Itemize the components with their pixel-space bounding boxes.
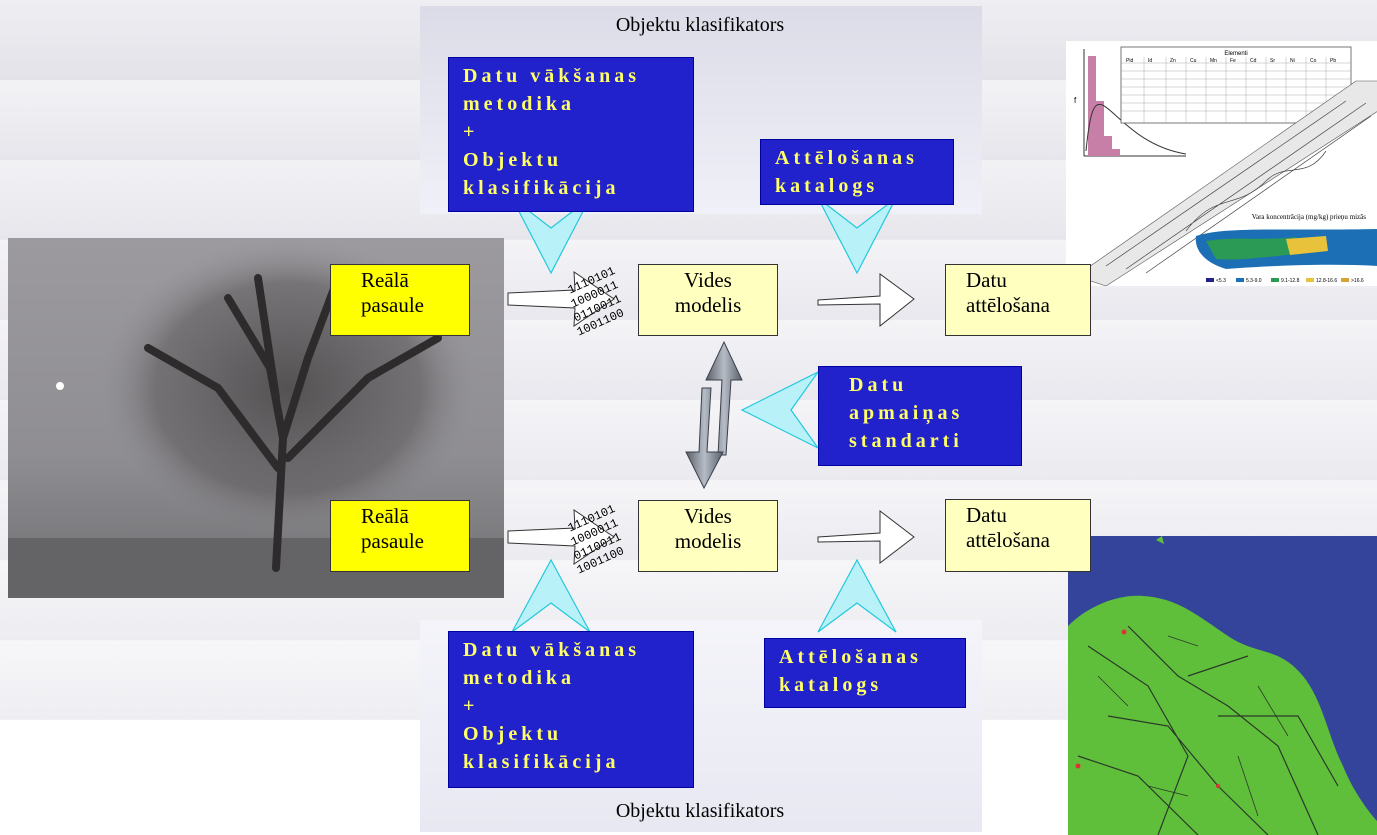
table-header-6: Cd (1250, 58, 1257, 64)
env-model-box-bottom: Vides modelis (638, 500, 778, 572)
display-catalog-line1: Attēlošanas (779, 646, 922, 668)
analysis-chart-image: f Elementi Pid Id Zn Cu Mn Fe Cd Sr Ni C… (1066, 41, 1377, 286)
table-header-10: Pb (1330, 58, 1336, 64)
data-display-box-bottom: Datu attēlošana (945, 499, 1091, 572)
env-model-line1: Vides (684, 268, 732, 292)
display-catalog-line2: katalogs (775, 175, 879, 197)
exchange-standards-line3: standarti (849, 430, 963, 452)
display-catalog-box-bottom: Attēlošanas katalogs (764, 638, 966, 708)
collection-method-line3: + (463, 121, 479, 143)
pointer-standards (740, 371, 819, 449)
svg-text:f: f (1074, 96, 1077, 105)
table-header-4: Mn (1210, 58, 1217, 64)
collection-method-line5: klasifikācija (463, 177, 620, 199)
collection-method-line1: Datu vākšanas (463, 65, 641, 87)
exchange-standards-box: Datu apmaiņas standarti (818, 366, 1022, 466)
table-header-3: Cu (1190, 58, 1197, 64)
collection-method-box-top: Datu vākšanas metodika + Objektu klasifi… (448, 57, 694, 212)
real-world-box-top: Reālā pasaule (330, 264, 470, 336)
real-world-line1: Reālā (361, 268, 409, 292)
histogram-bars (1088, 56, 1096, 156)
collection-method-box-bottom: Datu vākšanas metodika + Objektu klasifi… (448, 631, 694, 788)
collection-method-line4: Objektu (463, 723, 563, 745)
collection-method-line5: klasifikācija (463, 751, 620, 773)
data-display-line2: attēlošana (966, 293, 1050, 317)
real-world-line2: pasaule (361, 293, 424, 317)
arrow-real-to-model-bottom (507, 509, 615, 565)
collection-method-line2: metodika (463, 667, 575, 689)
legend-2: 9.1-12.8 (1281, 278, 1300, 284)
table-header-1: Id (1148, 58, 1152, 64)
collection-method-line2: metodika (463, 93, 575, 115)
collection-method-line1: Datu vākšanas (463, 639, 641, 661)
table-header-8: Ni (1290, 58, 1295, 64)
elements-table: Elementi Pid Id Zn Cu Mn Fe Cd Sr Ni Co … (1120, 46, 1352, 124)
table-header-7: Sr (1270, 58, 1275, 64)
real-world-line2: pasaule (361, 529, 424, 553)
arrow-gray-up (705, 340, 743, 456)
map-title: Vara koncentrācija (mg/kg) prieņu mizās (1252, 213, 1367, 221)
bottom-panel-caption: Objektu klasifikators (615, 800, 785, 822)
collection-method-line4: Objektu (463, 149, 563, 171)
display-catalog-line2: katalogs (779, 674, 883, 696)
legend-4: >16.6 (1351, 278, 1364, 284)
display-catalog-line1: Attēlošanas (775, 147, 918, 169)
real-world-box-bottom: Reālā pasaule (330, 500, 470, 572)
data-display-line1: Datu (966, 503, 1007, 527)
display-catalog-box-top: Attēlošanas katalogs (760, 139, 954, 205)
arrow-model-to-display-top (817, 273, 915, 328)
table-header-2: Zn (1170, 58, 1176, 64)
env-model-line2: modelis (674, 529, 742, 553)
pointer-catalog-top (817, 197, 897, 275)
arrow-gray-down (685, 387, 724, 490)
pointer-catalog-bottom (817, 558, 897, 633)
legend-3: 12.8-16.6 (1316, 278, 1337, 284)
table-title: Elementi (1224, 51, 1247, 57)
collection-method-line3: + (463, 695, 479, 717)
data-display-line2: attēlošana (966, 528, 1050, 552)
table-header-0: Pid (1126, 58, 1133, 64)
top-panel-caption: Objektu klasifikators (615, 14, 785, 36)
arrow-model-to-display-bottom (817, 509, 915, 565)
data-display-box-top: Datu attēlošana (945, 264, 1091, 336)
real-world-line1: Reālā (361, 504, 409, 528)
latvia-map-image (1068, 536, 1377, 835)
data-display-line1: Datu (966, 268, 1007, 292)
table-header-9: Co (1310, 58, 1317, 64)
legend-0: <5.3 (1216, 278, 1226, 284)
table-header-5: Fe (1230, 58, 1236, 64)
env-model-box-top: Vides modelis (638, 264, 778, 336)
env-model-line1: Vides (684, 504, 732, 528)
env-model-line2: modelis (674, 293, 742, 317)
legend-1: 5.3-9.0 (1246, 278, 1262, 284)
exchange-standards-line1: Datu (849, 374, 908, 396)
arrow-real-to-model-top (507, 271, 615, 327)
exchange-standards-line2: apmaiņas (849, 402, 964, 424)
